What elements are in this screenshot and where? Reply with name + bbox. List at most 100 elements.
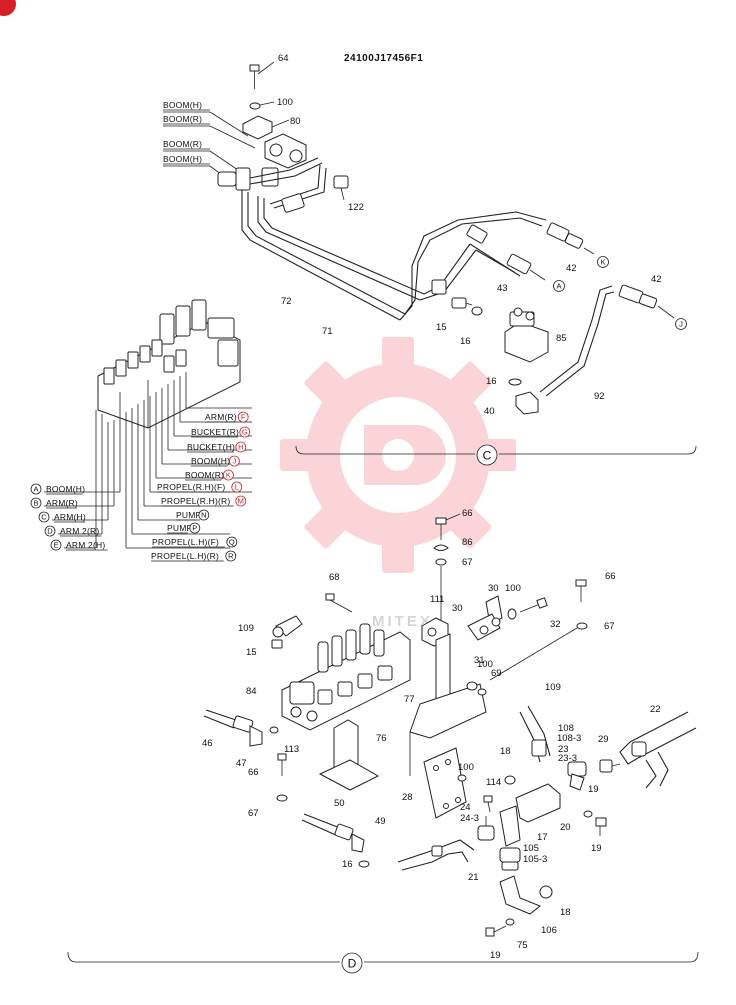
bolt-64 [249, 61, 275, 89]
legend-right-label-propel-l-h-r: PROPEL(L.H)(R) [151, 551, 219, 561]
washer-20 [583, 810, 593, 818]
labels-layer: BOOM(H)BOOM(R)BOOM(R)BOOM(H)ARM(R)FBUCKE… [30, 53, 687, 974]
section-d-bracket [67, 951, 699, 963]
fitting-42-j [618, 284, 675, 319]
part-number-40: 40 [484, 406, 495, 417]
part-number-66: 66 [462, 508, 473, 519]
part-number-46: 46 [202, 738, 213, 749]
legend-tag-p-circle [189, 522, 201, 534]
legend-tag-b-circle [30, 497, 42, 509]
fitting-29 [599, 759, 621, 773]
pipe-106 [499, 875, 541, 915]
section-c-circle [476, 444, 498, 466]
fitting-42-k [546, 222, 595, 255]
legend-tag-k-circle [222, 469, 234, 481]
valve-port-leaders [44, 372, 252, 549]
legend-right-label-propel-l-h-f: PROPEL(L.H)(F) [152, 537, 219, 547]
part-number-43: 43 [497, 283, 508, 294]
legend-tag-q-letter: Q [229, 538, 235, 547]
part-number-111: 111 [430, 594, 444, 605]
oring-16-d [358, 860, 370, 868]
part-number-20: 20 [560, 822, 571, 833]
legend-tag-f-letter: F [241, 413, 246, 422]
bolt-68 [325, 593, 353, 613]
bolt-19-right [595, 817, 607, 836]
connector-tag-j-circle [675, 318, 687, 330]
part-number-84: 84 [246, 686, 257, 697]
fitting-108 [531, 739, 587, 791]
legend-tag-r-circle [225, 550, 237, 562]
legend-right-label-pump: PUMP [167, 523, 192, 533]
part-number-105: 105 [523, 843, 539, 854]
legend-tag-h-letter: H [238, 443, 243, 452]
section-c-letter: C [483, 449, 492, 463]
part-number-80: 80 [290, 116, 301, 127]
legend-tag-g-circle [239, 426, 251, 438]
legend-tag-c-circle [38, 511, 50, 523]
part-number-67: 67 [604, 621, 615, 632]
part-number-49: 49 [375, 816, 386, 827]
part-number-16: 16 [342, 859, 353, 870]
legend-right-label-arm-r: ARM(R) [205, 412, 237, 422]
spring-washer-86 [433, 544, 449, 551]
part-number-100: 100 [477, 659, 493, 670]
oring-113 [269, 726, 279, 734]
part-number-23-3: 23-3 [558, 753, 577, 764]
part-number-21: 21 [468, 872, 479, 883]
part-number-66: 66 [248, 767, 259, 778]
part-number-109: 109 [545, 682, 561, 693]
part-number-113: 113 [284, 744, 299, 755]
part-number-72: 72 [281, 296, 292, 307]
legend-tag-n-circle [198, 509, 210, 521]
washer-100-b [457, 774, 467, 782]
part-number-76: 76 [376, 733, 387, 744]
pipe-17 [499, 783, 561, 847]
part-number-42: 42 [566, 263, 577, 274]
legend-tag-l-letter: L [235, 483, 239, 492]
legend-left-label-arm-2-h: ARM 2(H) [66, 540, 105, 550]
part-number-23: 23 [558, 744, 569, 755]
legend-right-label-boom-r: BOOM(R) [185, 470, 224, 480]
legend-left-label-arm-r: ARM(R) [46, 498, 78, 508]
upper-port-label-boom-r: BOOM(R) [163, 114, 202, 124]
washer-67-top [435, 558, 447, 566]
legend-tag-h-circle [235, 441, 247, 453]
part-number-92: 92 [594, 391, 605, 402]
part-number-30: 30 [452, 603, 463, 614]
part-number-17: 17 [537, 832, 548, 843]
part-number-24: 24 [460, 802, 471, 813]
part-number-86: 86 [462, 537, 473, 548]
fitting-15 [451, 297, 473, 309]
part-number-15: 15 [246, 647, 257, 658]
part-number-68: 68 [329, 572, 340, 583]
fitting-105 [499, 847, 521, 871]
connector-tag-a-letter: A [556, 282, 561, 291]
connector-tag-k-letter: K [600, 258, 605, 267]
part-number-18: 18 [500, 746, 511, 757]
section-d-letter: D [348, 957, 357, 971]
part-number-100: 100 [458, 762, 474, 773]
part-number-71: 71 [322, 326, 333, 337]
legend-tag-m-letter: M [238, 497, 244, 506]
legend-tag-n-letter: N [201, 511, 206, 520]
part-number-16: 16 [486, 376, 497, 387]
watermark-brand: MITEX [372, 613, 433, 630]
legend-right-label-boom-h: BOOM(H) [191, 456, 230, 466]
elbow-40 [515, 391, 539, 415]
fitting-24 [477, 816, 495, 841]
legend-left-label-arm-h: ARM(H) [54, 512, 86, 522]
connector-tag-k-circle [597, 256, 609, 268]
fitting-109-left [271, 615, 303, 649]
part-number-66: 66 [605, 571, 616, 582]
legend-tag-m-circle [235, 495, 247, 507]
washer-75 [505, 918, 515, 926]
bolt-19-lower [485, 925, 507, 937]
washer-67-lower [276, 794, 288, 802]
legend-tag-d-circle [44, 525, 56, 537]
part-number-28: 28 [402, 792, 413, 803]
part-number-32: 32 [550, 619, 561, 630]
legend-tag-r-letter: R [228, 552, 234, 561]
part-number-18: 18 [560, 907, 571, 918]
bracket-76 [318, 719, 380, 791]
washer-67-right [576, 622, 588, 630]
